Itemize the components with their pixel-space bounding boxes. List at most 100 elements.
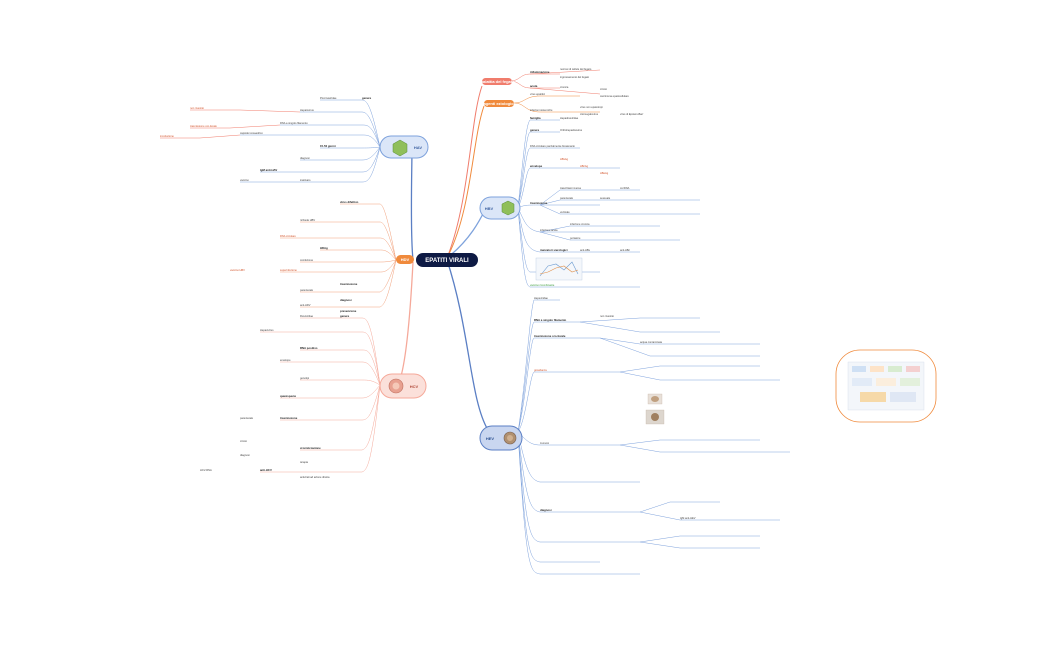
leaf: citomegalovirus	[580, 112, 599, 116]
leaf: verticale	[560, 210, 570, 214]
leaf: anti-HDV	[300, 303, 311, 307]
branch-hcv[interactable]: HCV	[379, 373, 427, 399]
branch-malattia[interactable]: malattia del fegato	[479, 78, 515, 85]
leaf: anti-HCV	[260, 468, 272, 472]
leaf: coinfezione	[300, 258, 314, 262]
leaf: gravidanza	[534, 368, 547, 372]
svg-text:HAV: HAV	[414, 145, 422, 150]
leaf: parenterale	[560, 196, 574, 200]
hbv-leaves: famiglia Hepadnaviridae genere Orthohepa…	[530, 116, 631, 287]
hev-image-thumbnails	[645, 393, 665, 425]
malattia-leaves: infiammazione necrosi di cellule del feg…	[530, 67, 629, 98]
leaf: portatore	[570, 236, 581, 240]
leaf: genere	[340, 314, 350, 318]
connector-malattia	[446, 85, 483, 259]
leaf: terapia	[300, 460, 308, 464]
leaf: HCV-RNA	[200, 468, 212, 472]
leaf: non rivestito	[190, 106, 205, 110]
svg-text:HBV: HBV	[485, 206, 494, 211]
leaf: HBcAg	[580, 164, 589, 168]
leaf: antivirali ad azione diretta	[300, 475, 330, 479]
svg-text:malattia del fegato: malattia del fegato	[479, 79, 515, 84]
leaf: RNA circolare	[280, 234, 296, 238]
connector-agenti	[446, 105, 485, 259]
hbv-virus-icon	[501, 200, 515, 216]
branch-hav[interactable]: HAV	[379, 135, 429, 159]
leaf: envelope	[280, 358, 291, 362]
leaf: acuta	[530, 84, 538, 88]
leaf: cirrosi	[600, 87, 607, 91]
central-title: EPATITI VIRALI	[425, 258, 469, 264]
agenti-leaves: virus epatitici infezioni sistemiche vir…	[530, 92, 643, 116]
leaf: virus non epatotropi	[580, 105, 603, 109]
svg-text:agenti eziologici: agenti eziologici	[483, 101, 514, 106]
leaf: RNA a singolo filamento	[280, 121, 308, 125]
leaf: ingrossamento del fegato	[560, 75, 590, 79]
leaf: necrosi di cellule del fegato	[560, 67, 592, 71]
leaf: trasmissione oro-fecale	[534, 334, 566, 338]
leaf: trasmissione	[280, 416, 298, 420]
leaf: HDAg	[320, 246, 328, 250]
leaf: genere	[362, 96, 372, 100]
leaf: infezioni sistemiche	[530, 108, 553, 112]
hav-virus-icon	[392, 139, 408, 157]
central-node[interactable]: EPATITI VIRALI	[416, 253, 478, 267]
connector-hbv	[446, 207, 487, 259]
leaf: sessuale	[600, 196, 611, 200]
leaf: marcatori sierologici	[540, 248, 568, 252]
leaf: virus di Epstein-Barr	[620, 112, 643, 116]
hev-leaves: Hepeviridae RNA a singolo filamento non …	[534, 296, 696, 520]
leaf: acqua contaminata	[640, 340, 662, 344]
leaf: superinfezione	[280, 268, 297, 272]
leaf: Hepacivirus	[260, 328, 274, 332]
branch-hev[interactable]: HEV	[479, 425, 523, 451]
svg-text:HCV: HCV	[410, 384, 419, 389]
leaf: quasispecie	[280, 394, 296, 398]
leaf: vaccino	[240, 178, 249, 182]
leaf: famiglia	[530, 116, 541, 120]
leaf: infezione cronica	[570, 222, 590, 226]
hdv-leaves: virus difettivo richiede HBV RNA circola…	[230, 200, 359, 313]
svg-text:HEV: HEV	[486, 436, 495, 441]
leaf: DNA circolare parzialmente bicatenario	[530, 144, 575, 148]
leaf: Orthohepadnavirus	[560, 128, 583, 132]
leaf: non rivestito	[600, 314, 615, 318]
leaf: carcinoma epatocellulare	[600, 94, 629, 98]
leaf: inattivato	[300, 178, 311, 182]
leaf: infezione acuta	[540, 228, 558, 232]
svg-text:HDV: HDV	[401, 257, 410, 262]
leaf: cccDNA	[620, 186, 630, 190]
hcv-leaves: Flaviviridae genere Hepacivirus RNA posi…	[200, 314, 350, 479]
leaf: richiede HBV	[300, 218, 315, 222]
callout-diagram-box[interactable]	[835, 349, 937, 423]
hav-leaves: Picornaviridae genere Hepatovirus RNA a …	[160, 96, 372, 182]
branch-hbv[interactable]: HBV	[479, 196, 521, 220]
leaf: genotipi	[300, 376, 310, 380]
leaf: Hepadnaviridae	[560, 116, 579, 120]
leaf: Picornaviridae	[320, 96, 337, 100]
leaf: infiammazione	[530, 70, 550, 74]
leaf: IgM anti-HAV	[260, 168, 277, 172]
branch-agenti[interactable]: agenti eziologici	[483, 100, 515, 107]
leaf: diagnosi	[540, 508, 552, 512]
leaf: trasmissione	[340, 282, 358, 286]
connector-hcv	[397, 261, 414, 386]
branch-hdv[interactable]: HDV	[396, 255, 414, 264]
leaf: vaccino ricombinante	[530, 283, 555, 287]
leaf: virus difettivo	[340, 200, 359, 204]
leaf: RNA a singolo filamento	[534, 318, 567, 322]
leaf: cronicizzazione	[300, 446, 321, 450]
connector-hav	[410, 146, 414, 261]
leaf: anti-HBc	[620, 248, 631, 252]
leaf: capside icosaedrico	[240, 131, 263, 135]
leaf: RNA positivo	[300, 346, 318, 350]
leaf: zoonosi	[540, 441, 549, 445]
leaf: Hepeviridae	[534, 296, 548, 300]
leaf: IgM anti-HEV	[680, 516, 696, 520]
leaf: trasmissione oro-fecale	[190, 124, 217, 128]
leaf: diagnosi	[300, 156, 310, 160]
leaf: prevenzione	[340, 309, 357, 313]
leaf: envelope	[530, 164, 543, 168]
leaf: trasmissione	[530, 201, 548, 205]
